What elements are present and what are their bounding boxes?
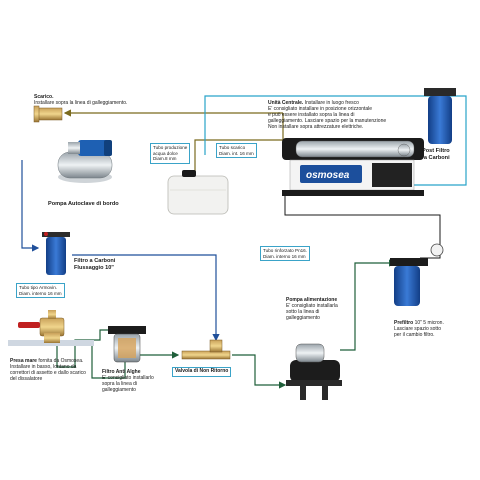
carbon-filter-label: Filtro a Carboni Flussaggio 10" (74, 258, 115, 272)
reinforced-tube-box: Tubo rinforzato Pn16. Diam. interno 16 m… (260, 246, 310, 261)
check-valve-text: Valvola di Non Ritorno (175, 368, 228, 374)
prefilter-line3: per il cambio filtro. (394, 332, 435, 338)
autoclave-label: Pompa Autoclave di bordo (48, 201, 119, 208)
carbon-flush-filter (42, 232, 70, 275)
feed-pump (286, 344, 342, 400)
sea-intake-label: Presa mare fornita da Osmosea. Installar… (10, 358, 86, 382)
check-valve (182, 340, 230, 359)
carbon-filter-title: Filtro a Carboni (74, 258, 115, 264)
feed-pump-line3: galleggiamento (286, 315, 320, 321)
unit-label: Unità Centrale. Installare in luogo fres… (268, 100, 386, 130)
armovin-tube-line1: Tubo tipo Armovin. (19, 285, 57, 290)
water-tank (168, 170, 228, 214)
prefilter-label: Prefiltro 10" 5 micron. Lasciare spazio … (394, 320, 444, 338)
production-tube-line1: Tubo produzione (153, 145, 187, 150)
prefilter (390, 244, 443, 306)
anti-algae-line3: galleggiamento (102, 387, 136, 393)
autoclave-line (22, 160, 38, 248)
drain-tube-box: Tubo scarico Diam. int. 16 mm (216, 143, 257, 158)
carbon-filter-sub: Flussaggio 10" (74, 265, 114, 271)
unit-line5: Non installare sopra attrezzature elettr… (268, 124, 363, 130)
armovin-tube-line2: Diam. interno 16 mm (19, 291, 62, 296)
drain-fitting (34, 106, 62, 122)
sea-water-line-3 (232, 355, 285, 385)
production-tube-box: Tubo produzione acqua dolce Diam.8 mm (150, 143, 190, 164)
sea-intake (8, 310, 94, 346)
autoclave-pump (58, 140, 112, 183)
feed-pump-label: Pompa alimentazione E' consigliato insta… (286, 297, 338, 321)
post-filter-title: Post Filtro (422, 148, 450, 154)
sea-intake-line4: del dissalatore (10, 376, 42, 382)
production-tube-line3: Diam.8 mm (153, 156, 176, 161)
post-filter-label: Post Filtro a Carboni (422, 148, 450, 162)
check-valve-label: Valvola di Non Ritorno (172, 367, 231, 377)
drain-tube-line2: Diam. int. 16 mm (219, 151, 254, 156)
drain-desc: Installare sopra la linea di galleggiame… (34, 100, 127, 106)
drain-label: Scarico. Installare sopra la linea di ga… (34, 94, 127, 106)
central-unit: osmosea (282, 138, 424, 196)
sea-water-line-4 (340, 263, 395, 350)
reinforced-tube-line1: Tubo rinforzato Pn16. (263, 248, 307, 253)
drain-tube-line1: Tubo scarico (219, 145, 245, 150)
anti-algae-filter (108, 326, 146, 362)
post-filter-sub: a Carboni (424, 155, 450, 161)
armovin-tube-box: Tubo tipo Armovin. Diam. interno 16 mm (16, 283, 65, 298)
reinforced-tube-line2: Diam. interno 16 mm (263, 254, 306, 259)
anti-algae-label: Filtro Anti Alghe E' consigliato install… (102, 369, 154, 393)
brand-logo: osmosea (306, 170, 350, 181)
production-tube-line2: acqua dolce (153, 151, 178, 156)
